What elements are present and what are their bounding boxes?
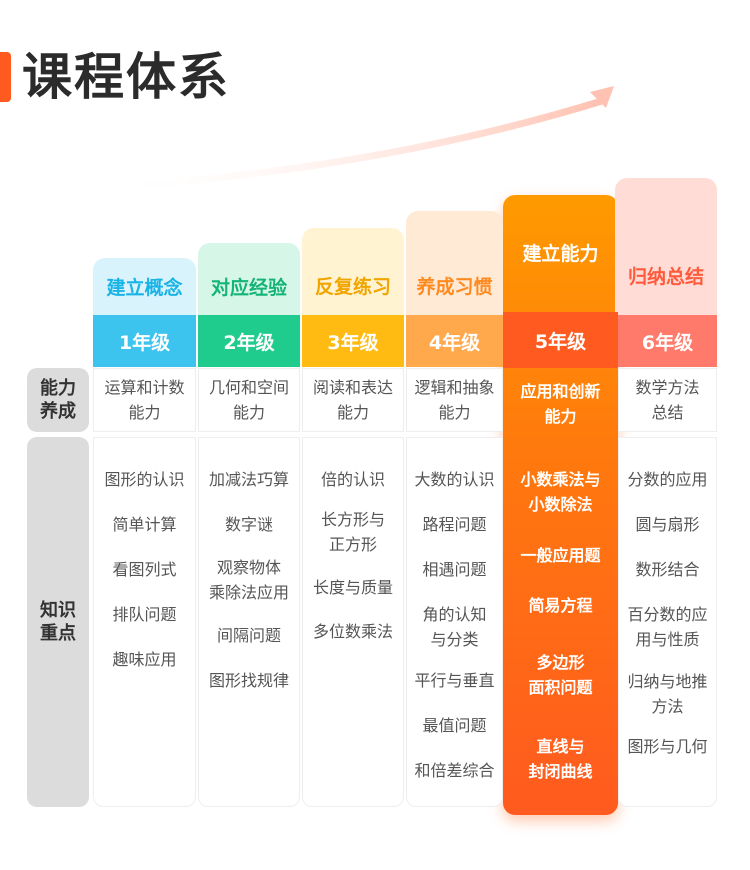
- knowledge-item: 图形与几何: [627, 737, 708, 756]
- knowledge-item: 加减法巧算: [208, 470, 289, 489]
- knowledge-item: 简单计算: [112, 515, 177, 534]
- knowledge-item: 和倍差综合: [414, 761, 495, 780]
- knowledge-item: 简易方程: [528, 596, 593, 615]
- ability-cell-grade5: 应用和创新 能力: [520, 382, 601, 426]
- grade-label-2: 2年级: [198, 315, 300, 367]
- knowledge-item: 趣味应用: [112, 650, 177, 669]
- knowledge-box-grade6: [618, 437, 717, 807]
- knowledge-item: 数形结合: [635, 560, 700, 579]
- stage-label-grade4: 养成习惯: [406, 211, 503, 315]
- knowledge-item: 倍的认识: [320, 470, 385, 489]
- grade-label-5: 5年级: [503, 312, 618, 368]
- highlight-column-grade5: [503, 195, 618, 815]
- title-accent-bar: [0, 52, 11, 102]
- row-label-knowledge: 知识 重点: [27, 437, 89, 807]
- grade-label-4: 4年级: [406, 315, 503, 367]
- stage-label-grade5: 建立能力: [522, 243, 599, 265]
- knowledge-item: 长度与质量: [312, 578, 393, 597]
- grade-label-1: 1年级: [93, 315, 196, 367]
- knowledge-box-grade1: [93, 437, 196, 807]
- knowledge-item: 归纳与地推 方法: [627, 672, 708, 716]
- knowledge-item: 百分数的应 用与性质: [627, 605, 708, 649]
- knowledge-item: 排队问题: [112, 605, 177, 624]
- knowledge-item: 角的认知 与分类: [422, 605, 487, 649]
- knowledge-item: 路程问题: [422, 515, 487, 534]
- ability-cell-grade2: 几何和空间 能力: [198, 368, 300, 432]
- grade-label-3: 3年级: [302, 315, 404, 367]
- knowledge-item: 图形找规律: [208, 671, 289, 690]
- stage-label-grade3: 反复练习: [302, 228, 404, 315]
- page-title: 课程体系: [22, 48, 230, 106]
- grade-label-6: 6年级: [618, 315, 717, 367]
- ability-cell-grade4: 逻辑和抽象 能力: [406, 368, 503, 432]
- knowledge-item: 多位数乘法: [312, 622, 393, 641]
- stage-label-grade2: 对应经验: [198, 243, 300, 315]
- knowledge-item: 图形的认识: [104, 470, 185, 489]
- knowledge-item: 分数的应用: [627, 470, 708, 489]
- row-label-ability: 能力 养成: [27, 368, 89, 432]
- knowledge-item: 间隔问题: [216, 626, 281, 645]
- knowledge-item: 相遇问题: [422, 560, 487, 579]
- knowledge-item: 一般应用题: [520, 546, 601, 565]
- knowledge-box-grade2: [198, 437, 300, 807]
- knowledge-item: 数字谜: [224, 515, 273, 534]
- knowledge-item: 直线与 封闭曲线: [528, 737, 593, 781]
- stage-label-grade1: 建立概念: [93, 258, 196, 315]
- knowledge-item: 最值问题: [422, 716, 487, 735]
- knowledge-item: 小数乘法与 小数除法: [520, 470, 601, 514]
- growth-arrow-icon: [96, 86, 614, 192]
- knowledge-item: 长方形与 正方形: [320, 510, 385, 554]
- knowledge-item: 多边形 面积问题: [528, 653, 593, 697]
- knowledge-item: 看图列式: [112, 560, 177, 579]
- knowledge-item: 圆与扇形: [635, 515, 700, 534]
- knowledge-item: 大数的认识: [414, 470, 495, 489]
- ability-cell-grade3: 阅读和表达 能力: [302, 368, 404, 432]
- ability-cell-grade6: 数学方法 总结: [618, 368, 717, 432]
- stage-label-grade6: 归纳总结: [615, 178, 717, 315]
- ability-cell-grade1: 运算和计数 能力: [93, 368, 196, 432]
- knowledge-item: 观察物体 乘除法应用: [208, 558, 289, 602]
- knowledge-box-grade4: [406, 437, 503, 807]
- knowledge-item: 平行与垂直: [414, 671, 495, 690]
- knowledge-box-grade3: [302, 437, 404, 807]
